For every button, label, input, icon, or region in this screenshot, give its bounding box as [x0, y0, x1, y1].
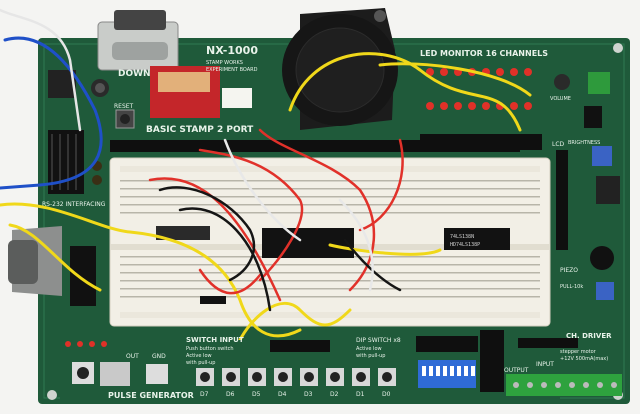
driver-input-label: INPUT: [536, 361, 554, 368]
wires: [0, 8, 532, 342]
switch-label-d3: D3: [304, 391, 313, 398]
output-terminal-block: [506, 374, 622, 396]
dip-note-1: Active low: [356, 346, 382, 352]
rs232-label: RS-232 INTERFACING: [42, 201, 106, 208]
driver-note-2: stepper motor: [560, 349, 597, 355]
pulse-generator-label: PULSE GENERATOR: [108, 391, 194, 400]
switch-label-d2: D2: [330, 391, 339, 398]
lcd-header: [556, 150, 568, 250]
pull-label: PULL-10k: [560, 284, 583, 290]
led-monitor-label: LED MONITOR 16 CHANNELS: [420, 49, 548, 58]
piezo-small: [590, 246, 614, 270]
reset-label: RESET: [114, 103, 134, 110]
dip-chip-large: [262, 228, 354, 258]
volume-label: VOLUME: [550, 96, 571, 102]
board-title: NX-1000: [206, 44, 258, 57]
switch-input-label: SWITCH INPUT: [186, 336, 244, 344]
board-subtitle-1: STAMP WORKS: [206, 60, 243, 66]
dip-switch-label: DIP SWITCH x8: [356, 337, 401, 344]
switch-label-d6: D6: [226, 391, 235, 398]
piezo-label: PIEZO: [560, 267, 578, 274]
pulse-gnd-label: GND: [152, 353, 166, 360]
switch-label-d1: D1: [356, 391, 365, 398]
pulse-out-label: OUT: [126, 353, 139, 360]
chip-label-2: HD74LS138P: [450, 242, 480, 248]
volume-knob[interactable]: [554, 74, 570, 90]
chip-label-1: 74LS138N: [450, 234, 474, 240]
driver-label: CH. DRIVER: [566, 332, 612, 340]
piezo-speaker: [282, 8, 398, 130]
switch-label-d0: D0: [382, 391, 391, 398]
pulse-leds: [65, 341, 107, 347]
board-subtitle-2: EXPERIMENT BOARD: [206, 67, 258, 73]
brightness-label: BRIGHTNESS: [568, 140, 600, 146]
driver-output-label: OUTPUT: [504, 367, 529, 374]
switch-input-note-1: Push button switch: [186, 346, 234, 352]
download-label: DOWNLOAD: [118, 69, 178, 79]
dip-note-2: with pull-up: [356, 353, 385, 359]
switch-input-note-3: with pull-up: [186, 360, 215, 366]
lcd-label: LCD: [552, 141, 565, 148]
switch-input-note-2: Active low: [186, 353, 212, 359]
rs232-connector: [8, 226, 62, 296]
push-switches: [196, 368, 396, 386]
resistor-network: [156, 226, 210, 240]
top-header-strip: [110, 140, 520, 152]
switch-label-d7: D7: [200, 391, 209, 398]
brightness-pot[interactable]: [592, 146, 612, 166]
switch-label-d4: D4: [278, 391, 287, 398]
switch-label-d5: D5: [252, 391, 261, 398]
stamp-port-label: BASIC STAMP 2 PORT: [146, 125, 254, 135]
driver-note-3: +12V 500mA(max): [560, 356, 608, 362]
dip-chip-decoder: [444, 228, 510, 250]
